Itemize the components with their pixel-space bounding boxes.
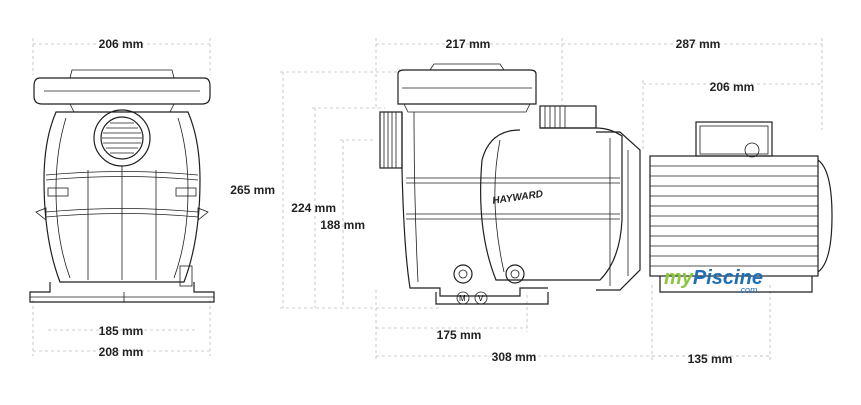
watermark-piscine: Piscine — [693, 267, 763, 289]
dim-front-base-inner: 185 mm — [99, 324, 144, 338]
dim-side-height-inlet: 188 mm — [320, 218, 365, 232]
dim-side-bottom-port: 175 mm — [437, 328, 482, 342]
dim-front-base-outer: 208 mm — [99, 345, 144, 359]
valve-label-v: V — [478, 294, 484, 303]
dimension-guides — [32, 38, 823, 360]
side-view: HAYWARD M V — [379, 63, 833, 305]
dim-side-motor-body: 206 mm — [710, 80, 755, 94]
front-view — [29, 69, 215, 303]
watermark-my: my — [664, 267, 694, 289]
motor-fins — [650, 165, 818, 267]
dim-side-bottom-total: 308 mm — [492, 350, 537, 364]
mypiscine-watermark: myPiscine .com — [664, 267, 763, 295]
inlet-thread — [102, 122, 142, 154]
dim-side-height-mid: 224 mm — [291, 201, 336, 215]
dim-side-bottom-motor: 135 mm — [688, 352, 733, 366]
dimension-labels: 206 mm 185 mm 208 mm 265 mm 224 mm 188 m… — [99, 37, 755, 366]
valve-label-m: M — [459, 294, 466, 303]
dim-side-height-total: 265 mm — [230, 183, 275, 197]
dim-side-top-pump: 217 mm — [446, 37, 491, 51]
watermark-com: .com — [738, 285, 758, 295]
svg-text:myPiscine: myPiscine — [664, 267, 763, 289]
dim-front-top: 206 mm — [99, 37, 144, 51]
dim-side-top-motor: 287 mm — [676, 37, 721, 51]
brand-label: HAYWARD — [492, 189, 544, 207]
